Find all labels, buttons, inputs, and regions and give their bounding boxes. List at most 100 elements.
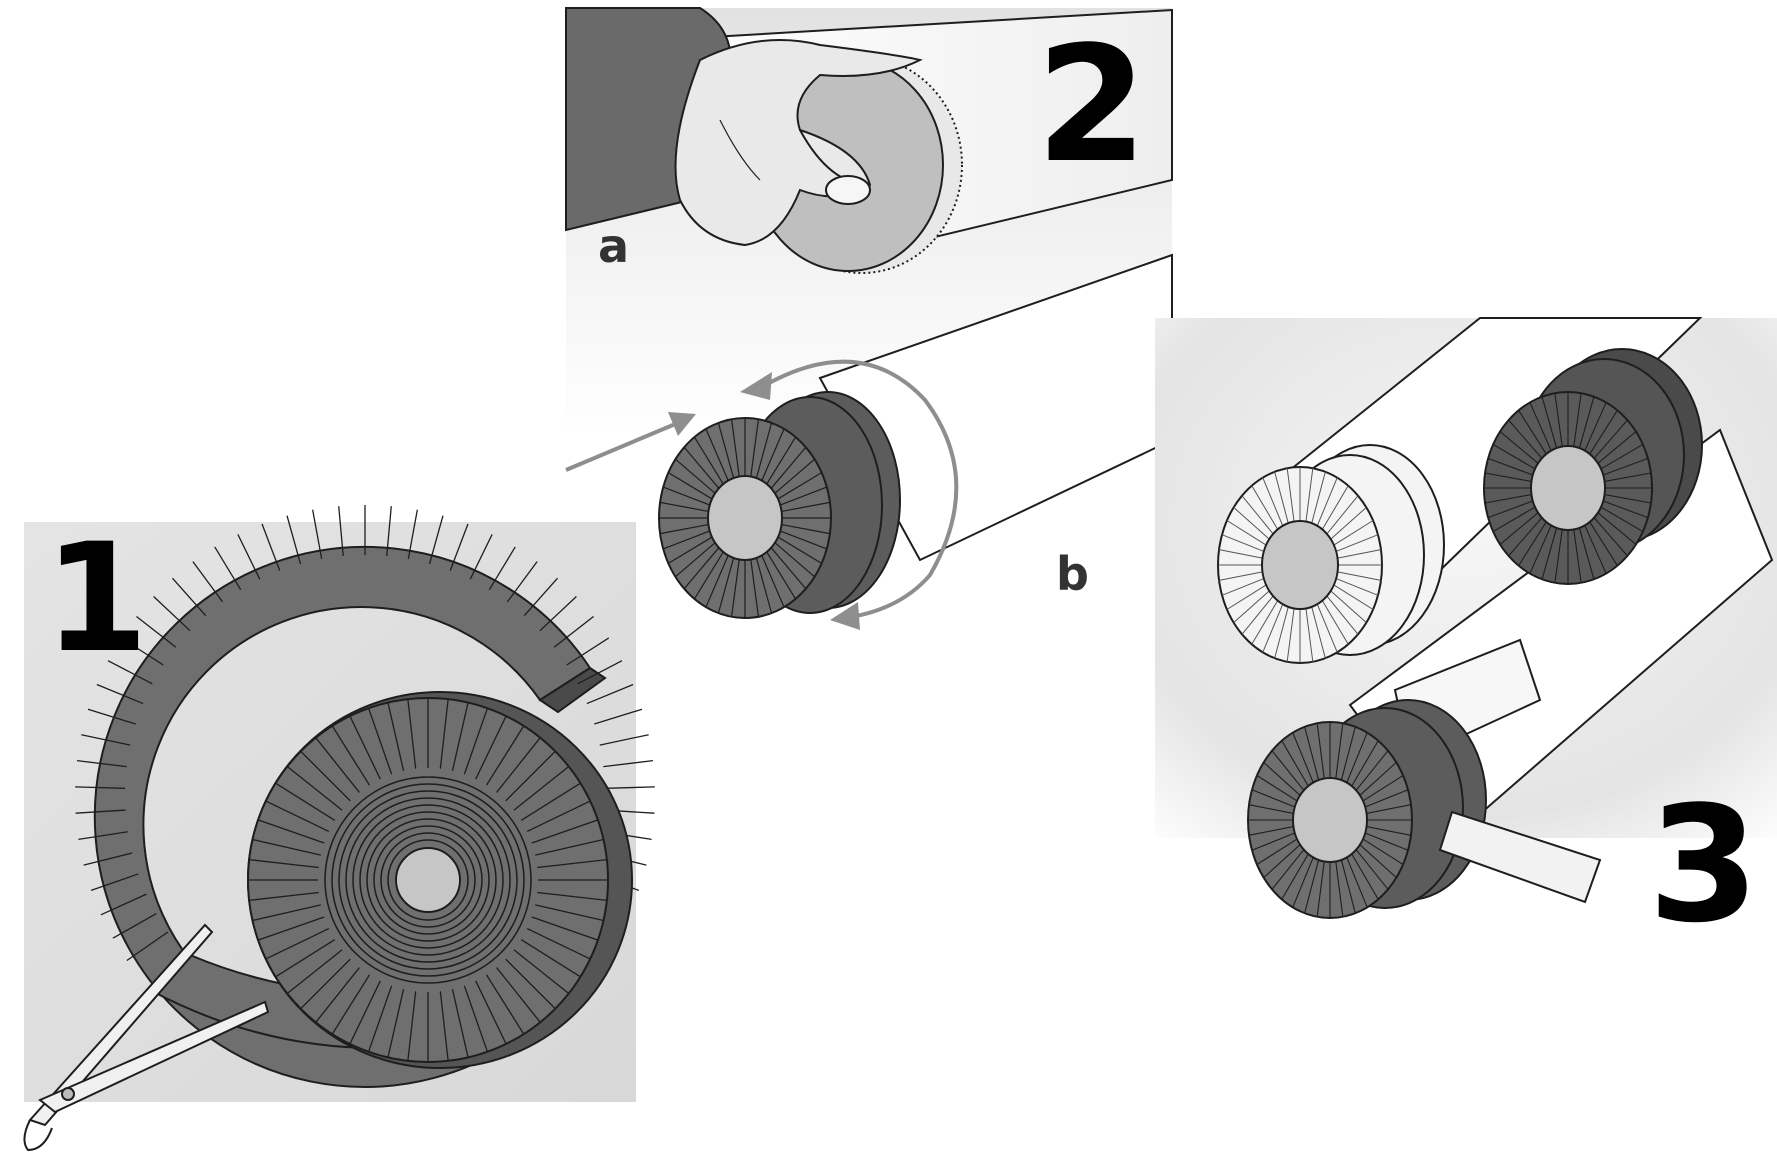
segment-line: [192, 561, 224, 603]
segment-line: [693, 436, 724, 485]
segment-line: [1337, 571, 1382, 581]
segment-line: [1589, 410, 1618, 455]
tape-roll-segments: [248, 698, 608, 1062]
segment-line: [566, 637, 610, 666]
segment-line: [1330, 590, 1367, 623]
segment-line: [463, 985, 489, 1053]
segment-line: [1218, 549, 1263, 559]
segment-line: [603, 760, 654, 768]
segment-line: [1251, 600, 1279, 645]
segment-line: [451, 702, 469, 771]
tape-roll-segments: [659, 418, 831, 618]
segment-line: [1335, 861, 1344, 917]
panel-step-1: 1: [23, 505, 655, 1152]
segment-line: [777, 472, 822, 500]
segment-line: [96, 683, 144, 705]
segment-line: [1248, 804, 1294, 814]
segment-line: [1492, 506, 1536, 533]
segment-line: [1304, 859, 1320, 914]
segment-line: [265, 928, 330, 960]
scissors-icon: [23, 923, 270, 1152]
segment-line: [770, 547, 807, 590]
segment-line: [407, 991, 417, 1061]
tape-roll-hub: [1530, 445, 1606, 531]
segment-line: [1602, 500, 1649, 519]
segment-line: [1366, 826, 1412, 836]
segment-line: [1316, 723, 1325, 779]
segment-line: [1487, 500, 1534, 519]
segment-line: [300, 958, 351, 1010]
segment-line: [349, 980, 381, 1045]
segment-line: [779, 486, 828, 506]
segment-line: [662, 530, 711, 550]
segment-line: [513, 766, 570, 811]
segment-line: [1355, 849, 1389, 890]
segment-line: [1499, 431, 1539, 464]
segment-line: [1305, 608, 1314, 662]
segment-line: [1541, 396, 1558, 449]
segment-line: [75, 809, 126, 814]
segment-line: [1584, 402, 1607, 451]
segment-line: [1508, 517, 1543, 557]
segment-line: [1364, 789, 1409, 808]
tape-roll-segments: [1484, 392, 1652, 584]
segment-line: [594, 708, 643, 725]
segment-line: [1366, 804, 1412, 814]
segment-line: [675, 542, 716, 578]
segment-line: [506, 561, 538, 603]
segment-line: [1333, 584, 1374, 610]
panel-step-3: 3: [1155, 317, 1777, 958]
segment-line: [257, 916, 325, 941]
segment-line: [252, 904, 321, 922]
segment-line: [1600, 443, 1644, 470]
segment-line: [439, 699, 449, 769]
segment-line: [1335, 578, 1379, 596]
segment-line: [257, 819, 325, 844]
segment-line: [1286, 468, 1295, 522]
segment-line: [237, 534, 261, 580]
segment-line: [1262, 477, 1284, 526]
segment-line: [1311, 606, 1326, 659]
segment-line: [315, 967, 360, 1023]
segment-line: [1226, 584, 1267, 610]
segment-line: [1604, 472, 1652, 482]
segment-line: [83, 852, 133, 866]
segment-line: [275, 939, 336, 978]
rotate-arrow-icon: [740, 359, 959, 630]
segment-line: [683, 547, 720, 590]
segment-line: [1487, 457, 1534, 476]
segment-line: [76, 760, 127, 768]
segment-line: [107, 660, 153, 685]
segment-line: [537, 891, 607, 902]
tape-roll-hub: [707, 475, 783, 561]
segment-line: [1263, 844, 1301, 879]
segment-line: [1578, 396, 1595, 449]
segment-line: [1248, 826, 1294, 836]
segment-line: [766, 436, 797, 485]
segment-line: [1271, 849, 1305, 890]
segment-line: [81, 734, 131, 746]
segment-line: [1346, 732, 1368, 783]
segment-line: [1554, 529, 1563, 583]
segment-line: [252, 838, 321, 856]
segment-line: [1316, 604, 1338, 653]
segment-line: [1316, 861, 1325, 917]
segment-line: [1263, 761, 1301, 796]
segment-line: [1274, 471, 1289, 524]
sub-label-a: a: [598, 219, 629, 273]
segment-line: [1311, 471, 1326, 524]
tape-strip-end: [1438, 810, 1602, 904]
segment-line: [349, 715, 381, 780]
segment-line: [1351, 853, 1379, 900]
segment-line: [78, 831, 128, 841]
segment-line: [1541, 527, 1558, 580]
segment-line: [463, 707, 489, 775]
segment-line: [1241, 595, 1274, 635]
segment-line: [1221, 534, 1265, 552]
segment-line: [1262, 604, 1284, 653]
segment-line: [331, 974, 371, 1035]
segment-line: [120, 637, 164, 666]
tape-strip-edge: [538, 666, 607, 714]
segment-line: [1362, 838, 1404, 865]
segment-line: [1600, 506, 1644, 533]
